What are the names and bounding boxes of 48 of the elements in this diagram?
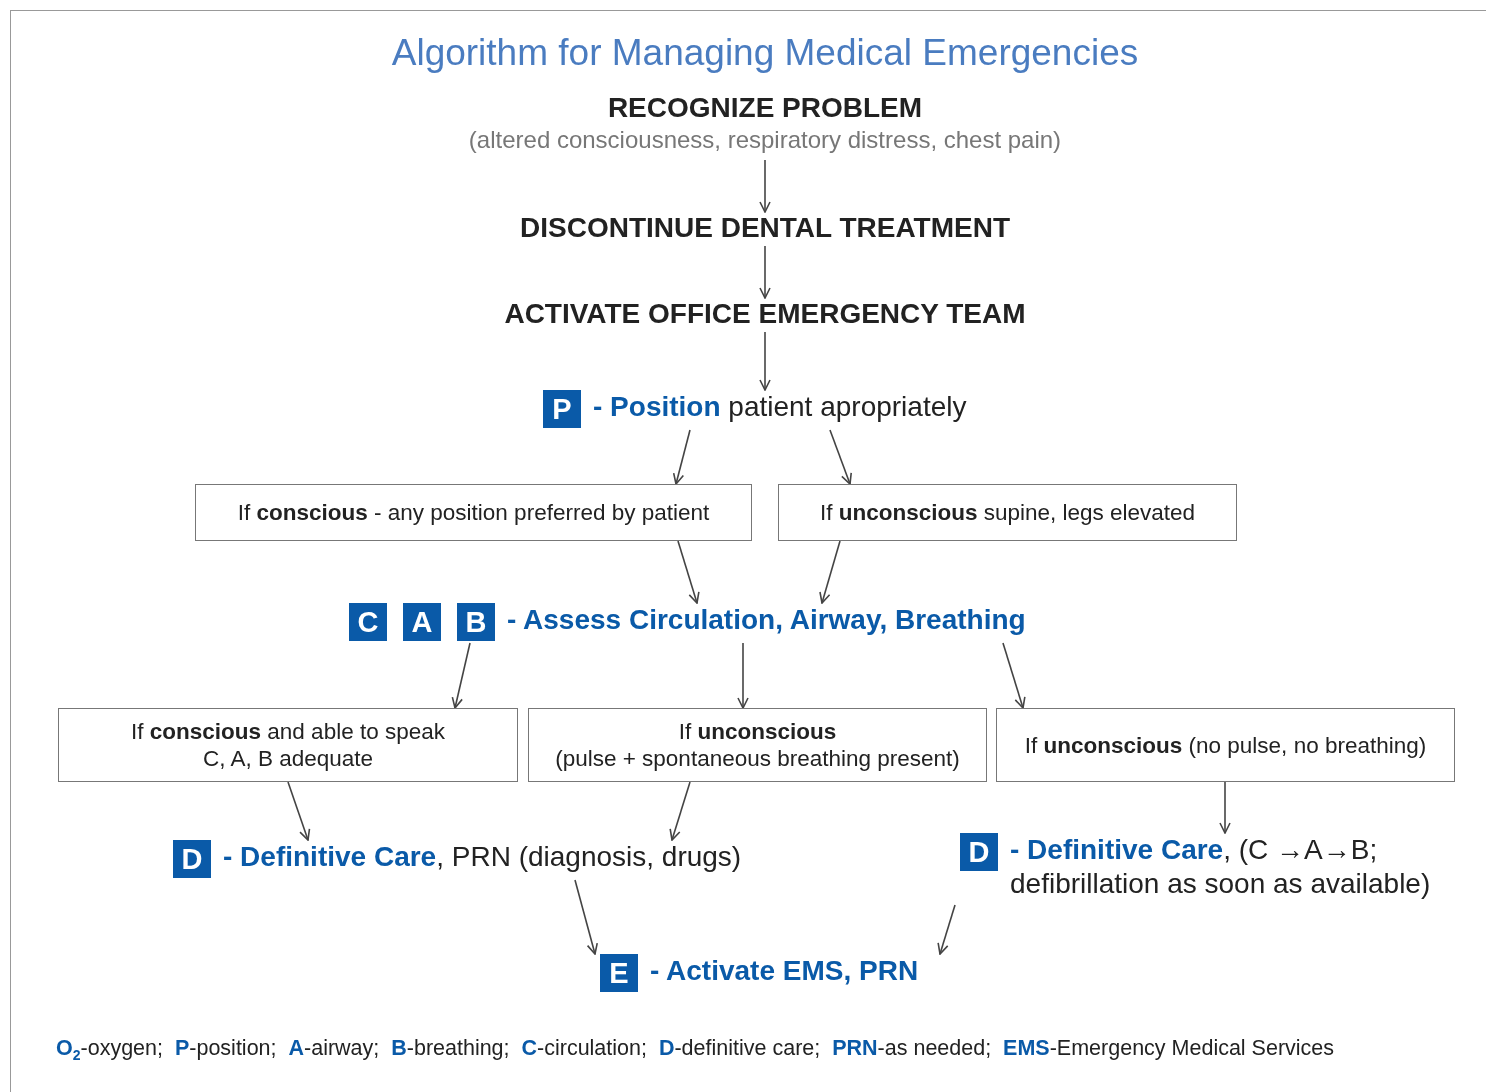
action-step bbox=[600, 954, 919, 994]
letter-badge: P bbox=[543, 390, 581, 428]
letter-badge: C bbox=[349, 603, 387, 641]
arrow bbox=[669, 781, 691, 841]
arrow bbox=[759, 159, 771, 213]
arrow bbox=[677, 540, 700, 604]
step-title: ACTIVATE OFFICE EMERGENCY TEAM bbox=[503, 298, 1027, 330]
action-step bbox=[349, 603, 1026, 643]
arrow bbox=[1219, 781, 1231, 834]
condition-box bbox=[58, 708, 518, 782]
arrow bbox=[451, 642, 471, 709]
step-note: (altered consciousness, respiratory distress, chest pain) bbox=[467, 125, 1063, 155]
arrow bbox=[937, 904, 956, 955]
action-step bbox=[543, 390, 967, 430]
arrow bbox=[829, 429, 852, 485]
arrow bbox=[672, 429, 691, 485]
step-text: - Position patient apropriately bbox=[593, 390, 967, 424]
step-text: - Assess Circulation, Airway, Breathing bbox=[507, 603, 1026, 637]
arrow bbox=[759, 245, 771, 299]
step-text: If unconscious supine, legs elevated bbox=[819, 499, 1196, 526]
step-text: - Definitive Care, (C →A→B; defibrillation as soon as available) bbox=[1010, 833, 1432, 901]
step-text: If conscious and able to speak C, A, B adequate bbox=[130, 718, 446, 772]
step-text: If unconscious bbox=[678, 718, 837, 745]
letter-badge: D bbox=[173, 840, 211, 878]
step-text: If conscious - any position preferred by patient bbox=[237, 499, 710, 526]
condition-box bbox=[996, 708, 1455, 782]
step-title: RECOGNIZE PROBLEM bbox=[606, 92, 924, 124]
letter-badge: B bbox=[457, 603, 495, 641]
letter-badge: E bbox=[600, 954, 638, 992]
step-title: DISCONTINUE DENTAL TREATMENT bbox=[519, 212, 1011, 244]
letter-badge: A bbox=[403, 603, 441, 641]
step-text: - Activate EMS, PRN bbox=[650, 954, 919, 988]
action-step bbox=[173, 840, 742, 880]
arrow bbox=[737, 642, 749, 709]
arrow bbox=[1002, 642, 1026, 709]
arrow bbox=[287, 781, 311, 841]
letter-badge: D bbox=[960, 833, 998, 871]
arrow bbox=[574, 879, 598, 955]
abbreviation-key: O$_{2}$-oxygen; P-position; A-airway; B-breathing; C-circulation; D-definitive care; PRN-as needed; EMS-Emergency Medical Services bbox=[56, 1036, 1476, 1064]
arrow bbox=[759, 331, 771, 391]
condition-box bbox=[778, 484, 1237, 541]
step-text: If unconscious (no pulse, no breathing) bbox=[1024, 731, 1427, 759]
arrow bbox=[819, 540, 841, 604]
step-text: - Definitive Care, PRN (diagnosis, drugs) bbox=[223, 840, 742, 874]
step-text: (pulse + spontaneous breathing present) bbox=[555, 745, 960, 772]
condition-box bbox=[195, 484, 752, 541]
condition-box bbox=[528, 708, 987, 782]
diagram-title: Algorithm for Managing Medical Emergencies bbox=[390, 32, 1140, 74]
